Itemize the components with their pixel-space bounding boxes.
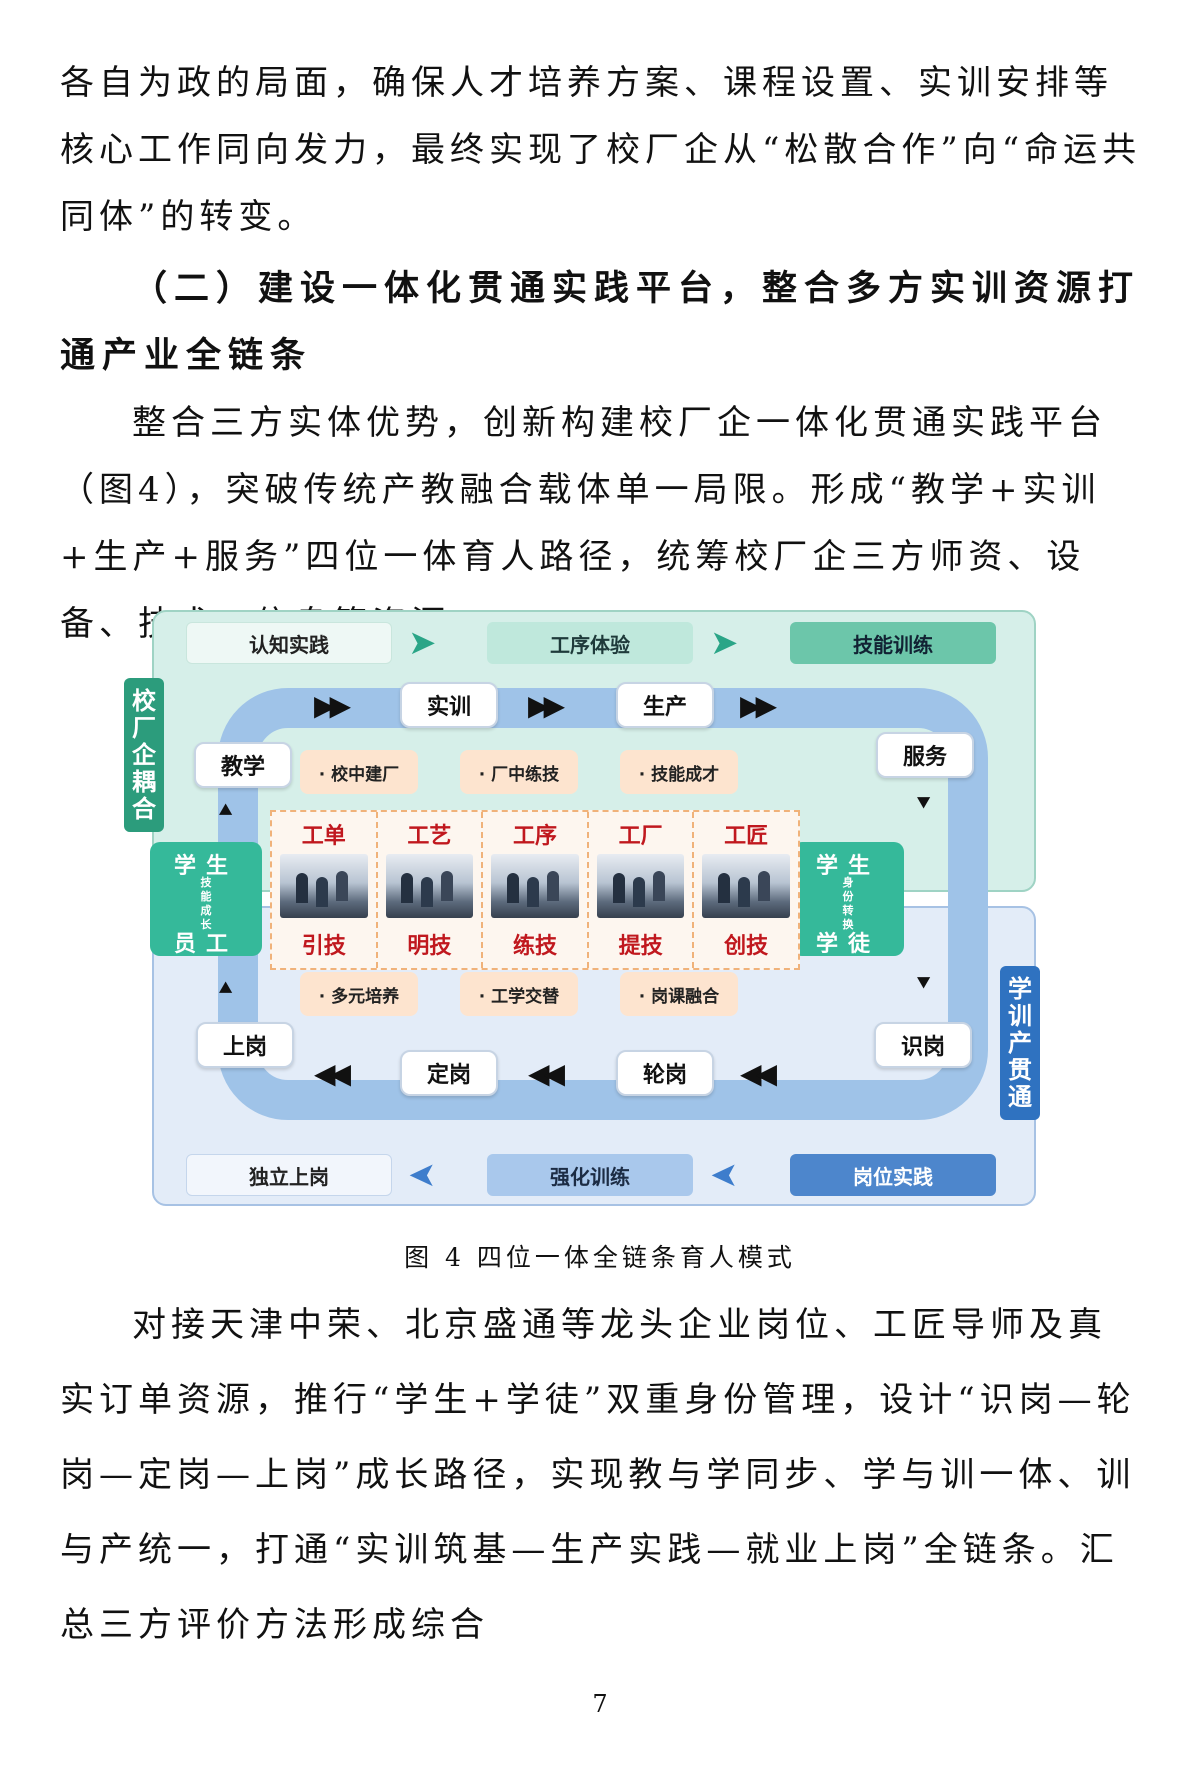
grid-cell: 工厂 提技 — [589, 812, 695, 968]
pill-diverse-training: · 多元培养 — [300, 972, 418, 1016]
five-work-grid: 工单 引技 工艺 明技 工序 练技 工厂 提技 工匠 创技 — [270, 810, 800, 970]
growth-label-2: 能 — [200, 890, 212, 903]
arrow-left-icon: ➤ — [408, 1155, 437, 1195]
node-training: 实训 — [400, 682, 498, 728]
rewind-icon: ◀◀ — [528, 1057, 565, 1090]
grid-bottom-label: 引技 — [301, 934, 346, 959]
section-heading: （二）建设一体化贯通实践平台，整合多方实训资源打通产业全链条 — [60, 268, 1141, 376]
grid-bottom-label: 提技 — [618, 934, 663, 959]
side-tag-school-factory-enterprise: 校厂企耦合 — [124, 678, 164, 832]
node-fixed-post: 定岗 — [400, 1050, 498, 1096]
grid-top-label: 工艺 — [407, 824, 452, 849]
phase-process-experience: 工序体验 — [487, 622, 693, 664]
page-number: 7 — [592, 1690, 608, 1718]
grid-cell: 工艺 明技 — [378, 812, 484, 968]
node-rotation-post: 轮岗 — [616, 1050, 714, 1096]
arrow-up-icon: ⯅ — [216, 796, 236, 824]
grid-cell: 工匠 创技 — [694, 812, 798, 968]
arrow-right-icon: ➤ — [710, 623, 739, 663]
arrow-up-icon: ⯅ — [216, 974, 236, 1002]
arrow-down-icon: ⯆ — [914, 970, 934, 998]
pill-skill-in-factory: · 厂中练技 — [460, 750, 578, 794]
phase-intensive-training: 强化训练 — [487, 1154, 693, 1196]
identity-label-1: 身 — [842, 876, 854, 889]
identity-label-2: 份 — [842, 890, 854, 903]
pill-skill-success: · 技能成才 — [620, 750, 738, 794]
employee-label: 员工 — [173, 932, 238, 957]
rewind-icon: ◀◀ — [740, 1057, 777, 1090]
figure-4-diagram: 认知实践 ➤ 工序体验 ➤ 技能训练 独立上岗 ➤ 强化训练 ➤ 岗位实践 校厂… — [124, 610, 1050, 1220]
workshop-photo — [491, 854, 579, 918]
growth-label-4: 长 — [200, 918, 212, 931]
grid-top-label: 工单 — [301, 824, 346, 849]
paragraph-3: 对接天津中荣、北京盛通等龙头企业岗位、工匠导师及真实订单资源，推行“学生+学徒”… — [60, 1305, 1136, 1645]
student-label: 学生 — [815, 854, 880, 879]
arrow-left-icon: ➤ — [710, 1155, 739, 1195]
growth-label-1: 技 — [200, 876, 212, 889]
identity-label-3: 转 — [842, 904, 854, 917]
student-label: 学生 — [173, 854, 238, 879]
node-service: 服务 — [876, 732, 974, 778]
grid-top-label: 工厂 — [618, 824, 663, 849]
side-tag-study-train-produce: 学训产贯通 — [1000, 966, 1040, 1120]
phase-skill-training: 技能训练 — [790, 622, 996, 664]
grid-cell: 工单 引技 — [272, 812, 378, 968]
fast-forward-icon: ▶▶ — [740, 689, 777, 722]
grid-bottom-label: 创技 — [724, 934, 769, 959]
grid-top-label: 工匠 — [724, 824, 769, 849]
arrow-right-icon: ➤ — [408, 623, 437, 663]
phase-independent-post: 独立上岗 — [186, 1154, 392, 1196]
grid-cell: 工序 练技 — [483, 812, 589, 968]
grid-bottom-label: 练技 — [512, 934, 557, 959]
node-production: 生产 — [616, 682, 714, 728]
phase-post-practice: 岗位实践 — [790, 1154, 996, 1196]
pill-factory-in-school: · 校中建厂 — [300, 750, 418, 794]
fast-forward-icon: ▶▶ — [528, 689, 565, 722]
workshop-photo — [385, 854, 474, 918]
node-know-post: 识岗 — [874, 1022, 972, 1068]
workshop-photo — [702, 854, 790, 918]
rewind-icon: ◀◀ — [314, 1057, 351, 1090]
pill-work-study: · 工学交替 — [460, 972, 578, 1016]
identity-label-4: 换 — [842, 918, 854, 931]
phase-cognitive-practice: 认知实践 — [186, 622, 392, 664]
growth-label-3: 成 — [200, 904, 212, 917]
figure-caption: 图 4 四位一体全链条育人模式 — [404, 1243, 796, 1272]
node-teaching: 教学 — [194, 742, 292, 788]
student-apprentice-box: 学生 身 份 转 换 学徒 — [792, 842, 904, 957]
grid-bottom-label: 明技 — [407, 934, 452, 959]
student-employee-box: 学生 技 能 成 长 员工 — [150, 842, 262, 957]
arrow-down-icon: ⯆ — [914, 790, 934, 818]
apprentice-label: 学徒 — [815, 932, 880, 957]
grid-top-label: 工序 — [512, 824, 557, 849]
paragraph-1: 各自为政的局面，确保人才培养方案、课程设置、实训安排等核心工作同向发力，最终实现… — [60, 63, 1142, 237]
pill-post-course: · 岗课融合 — [620, 972, 738, 1016]
workshop-photo — [280, 854, 368, 918]
fast-forward-icon: ▶▶ — [314, 689, 351, 722]
workshop-photo — [596, 854, 685, 918]
node-on-post: 上岗 — [196, 1022, 294, 1068]
